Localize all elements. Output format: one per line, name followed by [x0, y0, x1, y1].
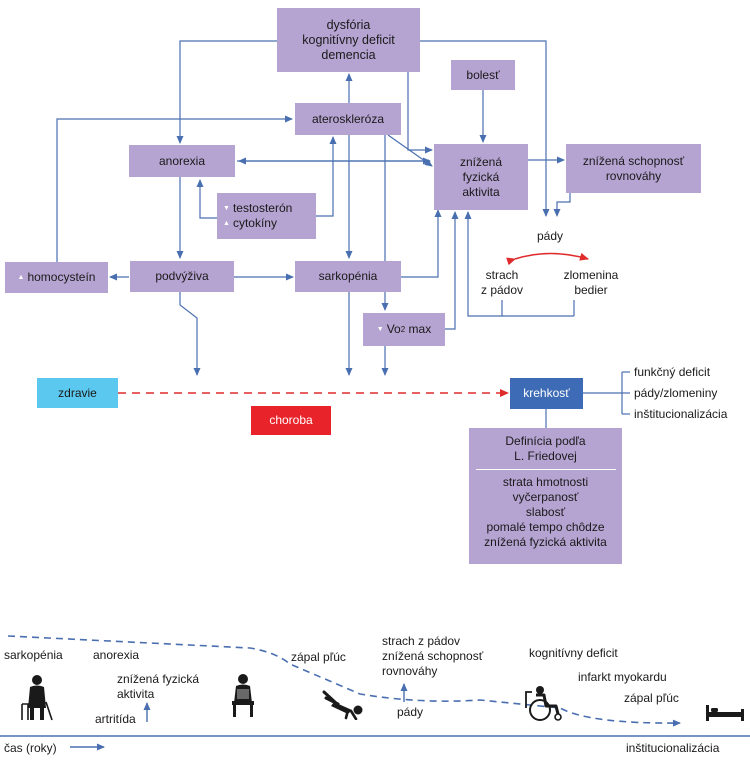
- outcome-falls-fractures: pády/zlomeniny: [634, 386, 718, 400]
- node-text-line: znížená schopnosť: [582, 153, 685, 168]
- down-triangle-icon: ▼: [376, 326, 384, 333]
- label-hip-fracture: zlomenina bedier: [556, 268, 626, 298]
- bed-icon: [706, 705, 744, 721]
- definition-criterion: pomalé tempo chôdze: [486, 520, 605, 534]
- definition-criterion: vyčerpanosť: [512, 490, 579, 504]
- node-homocysteine: ▲ homocysteín: [5, 262, 108, 293]
- definition-title-line: Definícia podľa: [505, 434, 586, 448]
- node-text-line: fyzická: [462, 169, 500, 184]
- label-line: strach z pádov: [382, 634, 461, 648]
- label-line: zlomenina: [563, 268, 619, 282]
- definition-criterion: strata hmotnosti: [502, 475, 589, 489]
- timeline-pneumonia-1: zápal pľúc: [291, 650, 346, 664]
- label-falls: pády: [537, 229, 564, 243]
- timeline-sarcopenia: sarkopénia: [4, 648, 63, 662]
- label-fear-of-falls: strach z pádov: [472, 268, 532, 298]
- node-text: ateroskleróza: [311, 111, 385, 126]
- node-text-line: rovnováhy: [605, 168, 662, 183]
- label-line: z pádov: [480, 283, 524, 297]
- falling-person-icon: [322, 690, 363, 720]
- node-text: podvýživa: [155, 269, 209, 283]
- vo2-base: Vo: [386, 322, 401, 336]
- node-disease: choroba: [251, 406, 331, 435]
- node-malnutrition: podvýživa: [130, 261, 234, 292]
- node-low-balance: znížená schopnosť rovnováhy: [566, 144, 701, 193]
- definition-criterion: slabosť: [525, 505, 566, 519]
- label-line: znížená schopnosť: [382, 649, 484, 663]
- node-text-line: aktivita: [462, 184, 500, 199]
- node-text: sarkopénia: [318, 269, 378, 283]
- node-pain: bolesť: [451, 60, 515, 90]
- node-frailty: krehkosť: [510, 378, 583, 409]
- vo2-rest: max: [405, 322, 432, 336]
- definition-title-line: L. Friedovej: [514, 449, 577, 463]
- timeline-low-activity: znížená fyzická aktivita: [117, 672, 199, 702]
- node-atherosclerosis: ateroskleróza: [295, 103, 401, 135]
- vo2-subscript: 2: [400, 325, 406, 334]
- fried-definition-box: Definícia podľa L. Friedovej strata hmot…: [469, 428, 622, 564]
- definition-divider: [475, 469, 616, 470]
- timeline-fear-group: strach z pádov znížená schopnosť rovnová…: [382, 634, 483, 679]
- node-text-line: testosterón: [232, 201, 293, 215]
- node-text: zdravie: [58, 385, 97, 400]
- timeline-pneumonia-2: zápal pľúc: [624, 691, 679, 705]
- wheelchair-icon: [525, 686, 562, 721]
- label-line: strach: [485, 268, 519, 282]
- elderly-walker-icon: [21, 675, 53, 721]
- node-text: anorexia: [158, 153, 206, 168]
- label-line: rovnováhy: [382, 664, 438, 678]
- node-low-activity: znížená fyzická aktivita: [434, 144, 528, 210]
- label-line: znížená fyzická: [117, 672, 200, 686]
- node-anorexia: anorexia: [129, 145, 235, 177]
- node-hormones: ▼ testosterón ▲ cytokíny: [217, 193, 316, 239]
- label-line: aktivita: [117, 687, 155, 701]
- timeline-end-label: inštitucionalizácia: [626, 741, 720, 755]
- definition-criterion: znížená fyzická aktivita: [484, 535, 607, 549]
- node-text-line: znížená: [459, 154, 503, 169]
- node-text: homocysteín: [27, 270, 96, 284]
- node-text: choroba: [269, 413, 313, 427]
- timeline-anorexia: anorexia: [93, 648, 140, 662]
- elderly-seated-icon: [232, 674, 254, 717]
- timeline-myocardial-infarction: infarkt myokardu: [578, 670, 667, 684]
- node-health: zdravie: [37, 378, 118, 408]
- node-sarcopenia: sarkopénia: [295, 261, 401, 292]
- node-text: krehkosť: [523, 386, 570, 400]
- node-text-line: kognitívny deficit: [302, 32, 395, 47]
- node-dysphoria-cognitive-dementia: dysfória kognitívny deficit demencia: [277, 8, 420, 72]
- node-text-line: cytokíny: [232, 216, 277, 230]
- outcome-functional-deficit: funkčný deficit: [634, 365, 711, 379]
- timeline-falls: pády: [397, 705, 424, 719]
- node-text-line: demencia: [321, 47, 376, 62]
- label-line: bedier: [574, 283, 608, 297]
- node-text: bolesť: [466, 67, 500, 82]
- up-triangle-icon: ▲: [17, 274, 25, 281]
- timeline-time-label: čas (roky): [4, 741, 57, 755]
- timeline-arthritis: artritída: [95, 712, 136, 726]
- timeline-cognitive-deficit: kognitívny deficit: [529, 646, 618, 660]
- node-text-line: dysfória: [326, 17, 371, 32]
- outcome-institutionalization: inštitucionalizácia: [634, 407, 728, 421]
- up-triangle-icon: ▲: [223, 220, 230, 227]
- down-triangle-icon: ▼: [223, 205, 230, 212]
